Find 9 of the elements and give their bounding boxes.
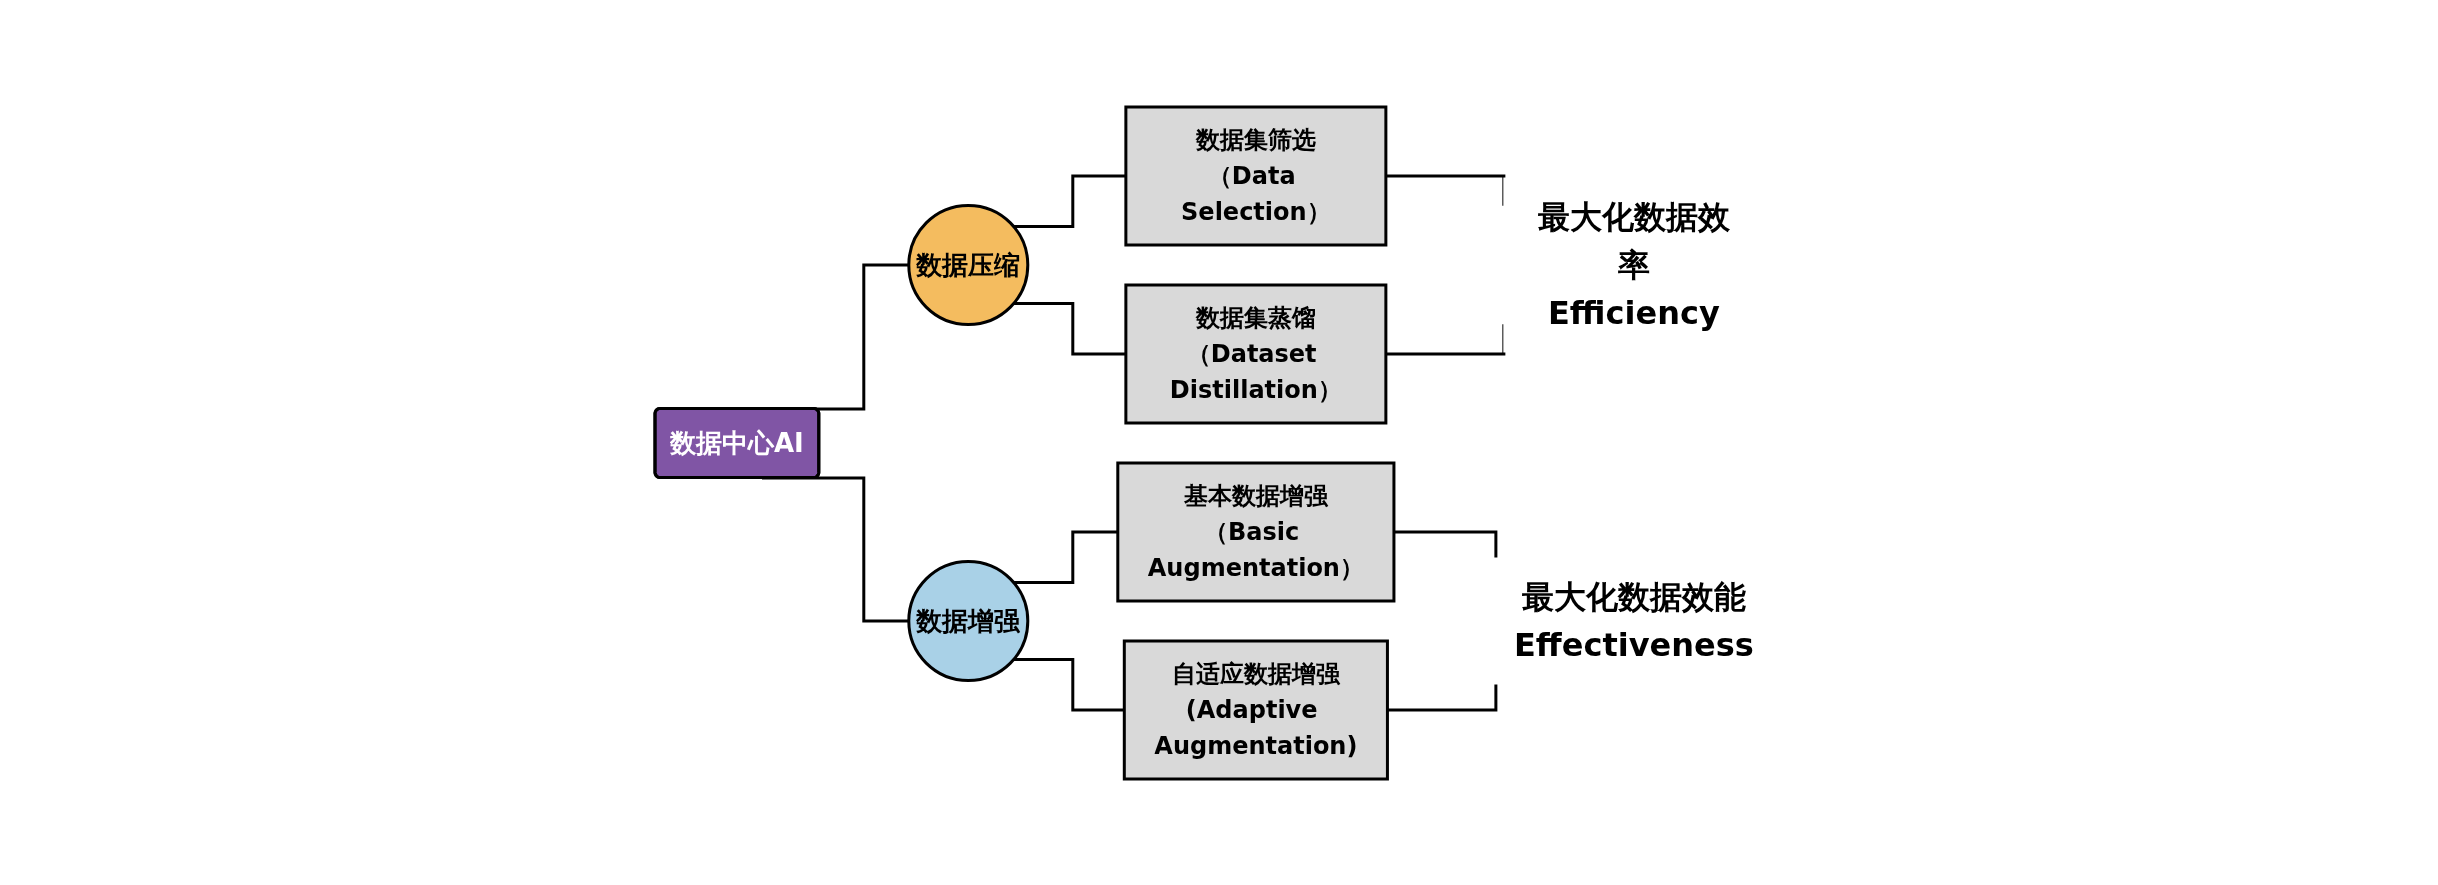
node-circle: 数据压缩 (906, 203, 1029, 326)
node-circle: 数据增强 (906, 559, 1029, 682)
node-box: 数据集筛选 （Data Selection） (1123, 105, 1387, 246)
connector (1387, 683, 1497, 711)
connector (1393, 530, 1497, 558)
node-box: 数据集蒸馏 （Dataset Distillation） (1123, 283, 1387, 424)
node-text: 最大化数据效能 Effectiveness (1513, 577, 1754, 664)
node-box: 基本数据增强 （Basic Augmentation） (1115, 461, 1396, 602)
node-box: 自适应数据增强 (Adaptive Augmentation) (1122, 639, 1389, 780)
